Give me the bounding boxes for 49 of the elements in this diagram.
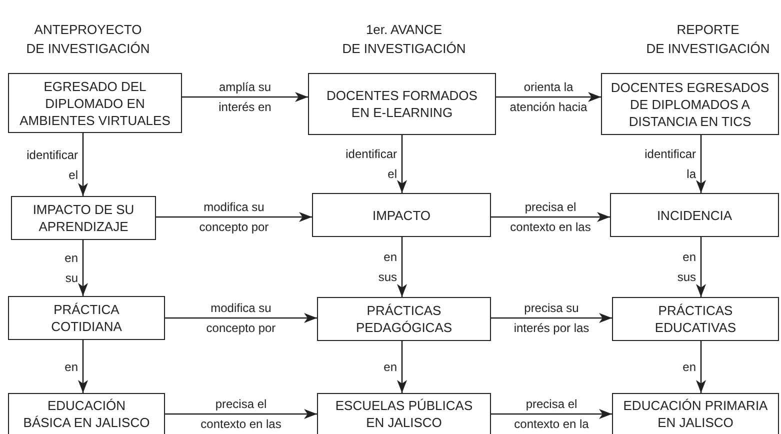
edge-label: en <box>682 359 696 376</box>
edge-label: en sus <box>677 249 696 286</box>
arrow <box>491 212 610 222</box>
concept-box: INCIDENCIA <box>610 193 779 237</box>
concept-box: EDUCACIÓN BÁSICA EN JALISCO <box>8 393 165 434</box>
arrow <box>397 341 407 393</box>
edge-label: precisa el contexto en las <box>509 199 592 236</box>
arrow <box>491 313 612 323</box>
concept-box: PRÁCTICAS EDUCATIVAS <box>612 297 779 341</box>
concept-box: IMPACTO <box>312 193 491 237</box>
arrow <box>156 212 312 222</box>
arrow <box>165 409 317 419</box>
edge-label: modifica su concepto por <box>198 199 270 236</box>
concept-box: EDUCACIÓN PRIMARIA EN JALISCO <box>612 393 779 434</box>
arrow <box>397 135 407 193</box>
concept-box: EGRESADO DEL DIPLOMADO EN AMBIENTES VIRTUALES <box>8 73 182 133</box>
edge-label: precisa el contexto en las <box>200 396 282 433</box>
edge-label: en sus <box>378 249 397 286</box>
column-heading: REPORTE DE INVESTIGACIÓN <box>646 21 770 58</box>
arrow <box>182 92 308 102</box>
arrow <box>397 237 407 297</box>
concept-box: DOCENTES EGRESADOS DE DIPLOMADOS A DISTANCIA EN TICS <box>601 73 779 135</box>
edge-label: identificar la <box>644 146 696 183</box>
edge-label: identificar el <box>346 146 397 183</box>
arrow <box>696 341 706 393</box>
concept-box: DOCENTES FORMADOS EN E-LEARNING <box>308 73 496 135</box>
concept-box: PRÁCTICAS PEDAGÓGICAS <box>317 297 491 341</box>
arrow <box>78 340 88 393</box>
edge-label: identificar el <box>26 146 78 184</box>
edge-label: en <box>64 358 78 376</box>
arrow <box>78 240 88 296</box>
column-heading: ANTEPROYECTO DE INVESTIGACIÓN <box>26 21 150 58</box>
edge-label: amplía su interés en <box>218 79 272 116</box>
column-heading: 1er. AVANCE DE INVESTIGACIÓN <box>342 21 466 58</box>
arrow <box>696 237 706 297</box>
arrow <box>165 313 317 323</box>
edge-label: precisa su interés por las <box>512 300 590 337</box>
concept-box: PRÁCTICA COTIDIANA <box>8 296 165 340</box>
arrow <box>696 135 706 193</box>
edge-label: modifica su concepto por <box>205 300 277 337</box>
arrow <box>78 133 88 196</box>
edge-label: en su <box>64 250 78 287</box>
edge-label: en <box>384 359 397 376</box>
concept-box: IMPACTO DE SU APRENDIZAJE <box>11 196 156 240</box>
concept-box: ESCUELAS PÚBLICAS EN JALISCO <box>317 393 491 434</box>
arrow <box>491 409 612 419</box>
arrow <box>496 92 601 102</box>
edge-label: orienta la atención hacia <box>508 79 588 116</box>
edge-label: precisa el contexto en la <box>513 396 590 433</box>
